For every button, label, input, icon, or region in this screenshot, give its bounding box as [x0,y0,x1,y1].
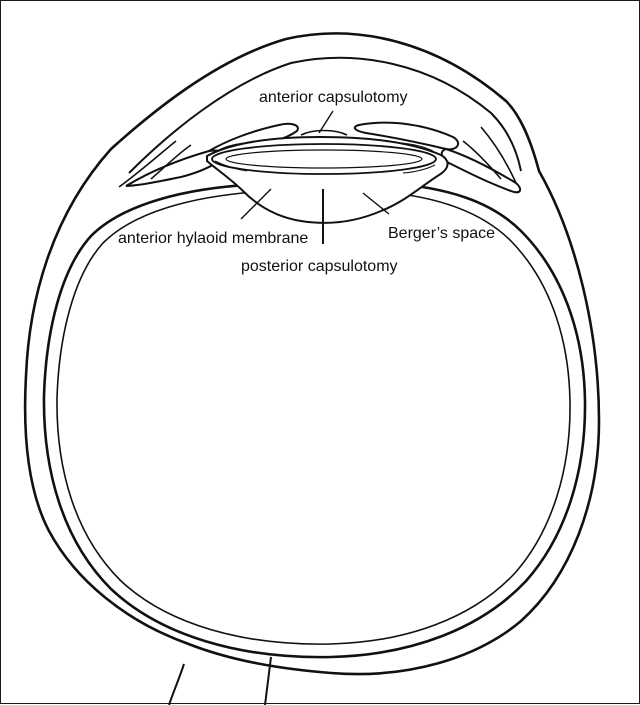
label-bergers-space: Berger’s space [388,225,495,242]
label-anterior-hyaloid-membrane: anterior hylaoid membrane [118,230,308,247]
sclera-outer-outline [25,33,599,674]
ciliary-body-right [442,149,520,192]
leader-anterior-capsulotomy [319,111,333,133]
label-anterior-capsulotomy: anterior capsulotomy [259,89,408,106]
vitreous-chamber-outline [44,183,585,657]
label-posterior-capsulotomy: posterior capsulotomy [241,258,398,275]
anterior-capsulotomy-opening [301,131,347,136]
intraocular-lens [212,144,436,174]
